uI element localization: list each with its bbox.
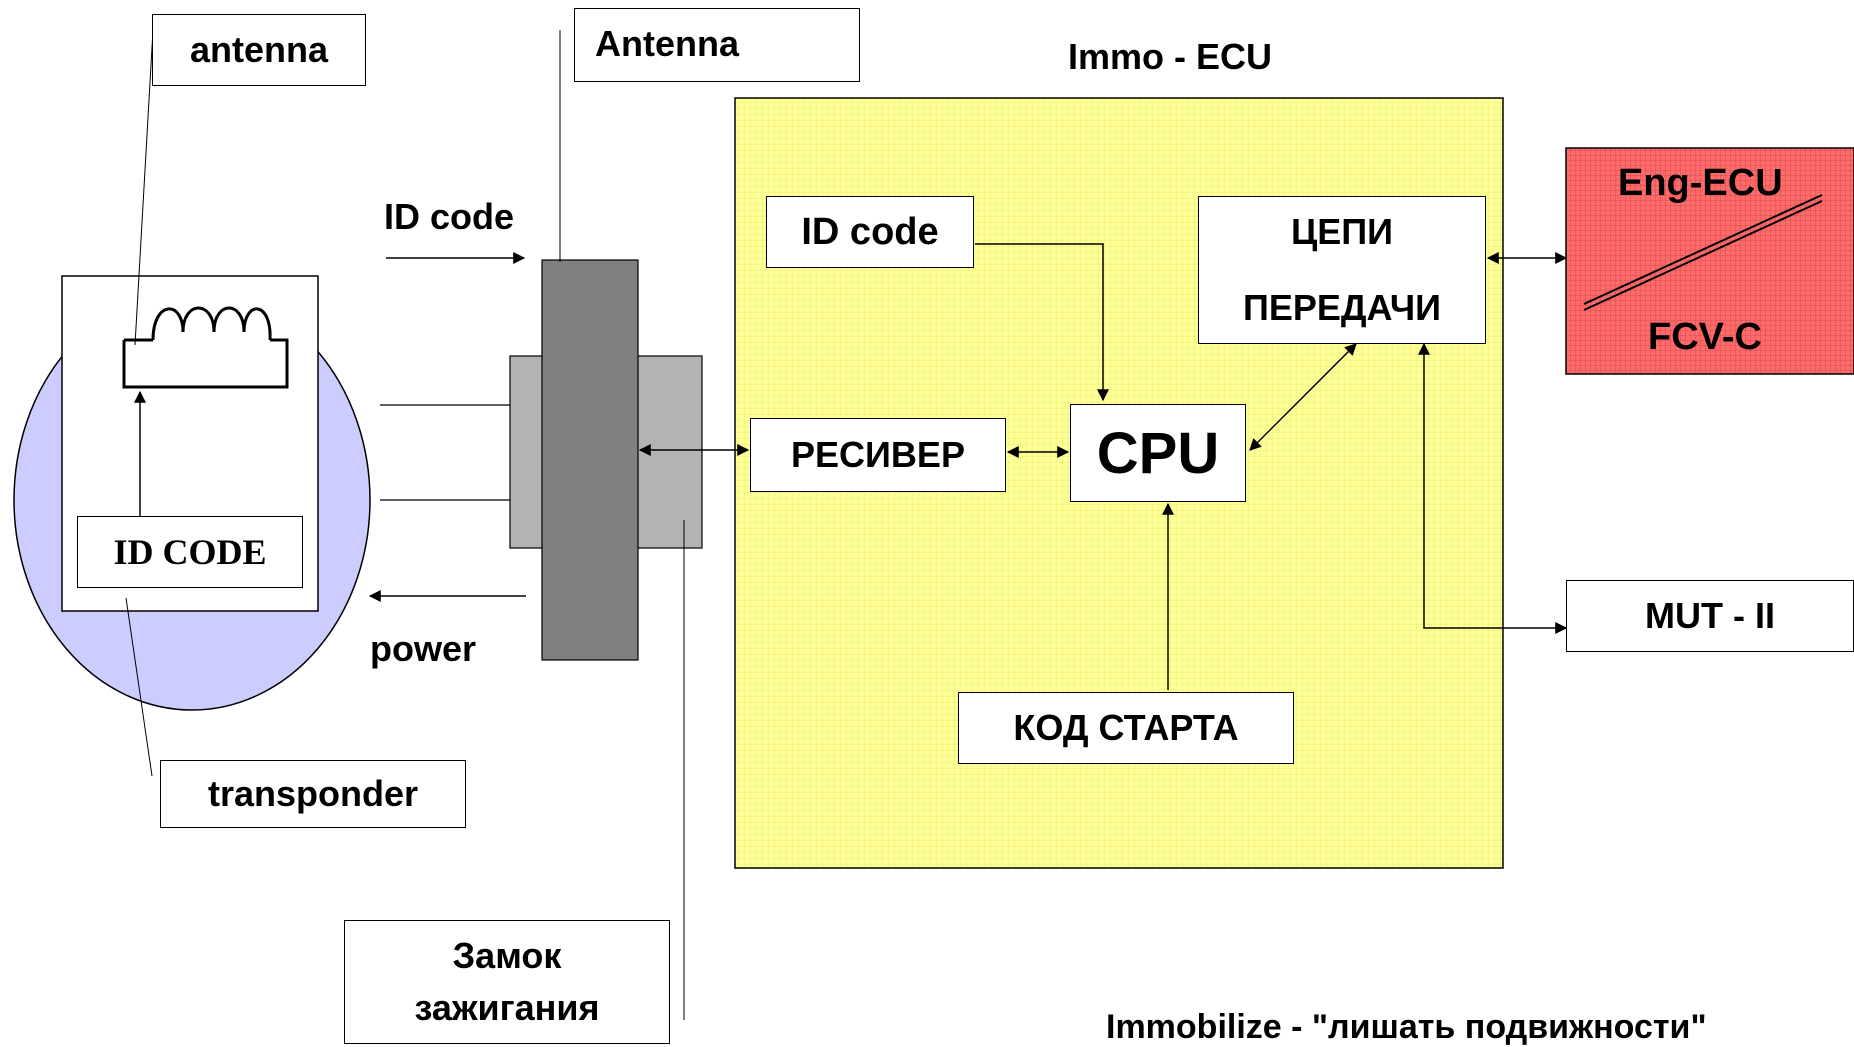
cpu-label: CPU bbox=[1096, 420, 1220, 486]
lock-antenna-label: Antenna bbox=[595, 23, 739, 64]
receiver-box: РЕСИВЕР bbox=[750, 418, 1006, 492]
transmit-label-line2: ПЕРЕДАЧИ bbox=[1243, 287, 1441, 328]
eng-ecu-box bbox=[1565, 147, 1854, 375]
eng-ecu-slash-1 bbox=[1583, 194, 1823, 305]
start-code-box: КОД СТАРТА bbox=[958, 692, 1294, 764]
ecu-id-code-box: ID code bbox=[766, 196, 974, 268]
antenna-leader-line bbox=[134, 29, 154, 346]
id-code-chip-label: ID CODE bbox=[113, 532, 267, 572]
idcode-cpu-arrow bbox=[975, 243, 1109, 402]
transponder-label: transponder bbox=[207, 773, 419, 814]
cpu-transmit-arrow bbox=[1249, 343, 1357, 451]
antenna-label: antenna bbox=[189, 29, 329, 70]
power-arrow-label: power bbox=[370, 628, 477, 669]
receiver-label: РЕСИВЕР bbox=[791, 434, 965, 475]
transponder-leader-line bbox=[125, 597, 153, 777]
cpu-box: CPU bbox=[1070, 404, 1246, 502]
footer-note: Immobilize - "лишать подвижности" bbox=[1106, 1008, 1707, 1046]
transmit-circuits-box: ЦЕПИ ПЕРЕДАЧИ bbox=[1198, 196, 1486, 344]
mut-label: MUT - II bbox=[1645, 595, 1775, 636]
transmit-mut-arrow bbox=[1418, 342, 1568, 634]
ecu-title: Immo - ECU bbox=[1068, 36, 1273, 77]
antenna-label-box: antenna bbox=[152, 14, 366, 86]
eng-ecu-label: Eng-ECU bbox=[1618, 162, 1783, 204]
start-code-label: КОД СТАРТА bbox=[1013, 707, 1239, 748]
coil-icon bbox=[122, 306, 289, 389]
transmit-label-line1: ЦЕПИ bbox=[1290, 211, 1394, 252]
ignition-lock-label-line2: зажигания bbox=[414, 987, 600, 1028]
fcv-label: FCV-C bbox=[1648, 316, 1762, 358]
mut-box: MUT - II bbox=[1566, 580, 1854, 652]
eng-ecu-slash-2 bbox=[1583, 200, 1823, 311]
lock-antenna-dark bbox=[541, 259, 639, 661]
ecu-id-code-label: ID code bbox=[801, 210, 939, 253]
lock-antenna-label-box: Antenna bbox=[574, 8, 860, 82]
transponder-label-box: transponder bbox=[160, 760, 466, 828]
id-code-chip-box: ID CODE bbox=[77, 516, 303, 588]
id-code-arrow-label: ID code bbox=[384, 196, 515, 237]
ignition-lock-label-box: Замок зажигания bbox=[344, 920, 670, 1044]
ignition-lock-label-line1: Замок bbox=[452, 935, 562, 976]
